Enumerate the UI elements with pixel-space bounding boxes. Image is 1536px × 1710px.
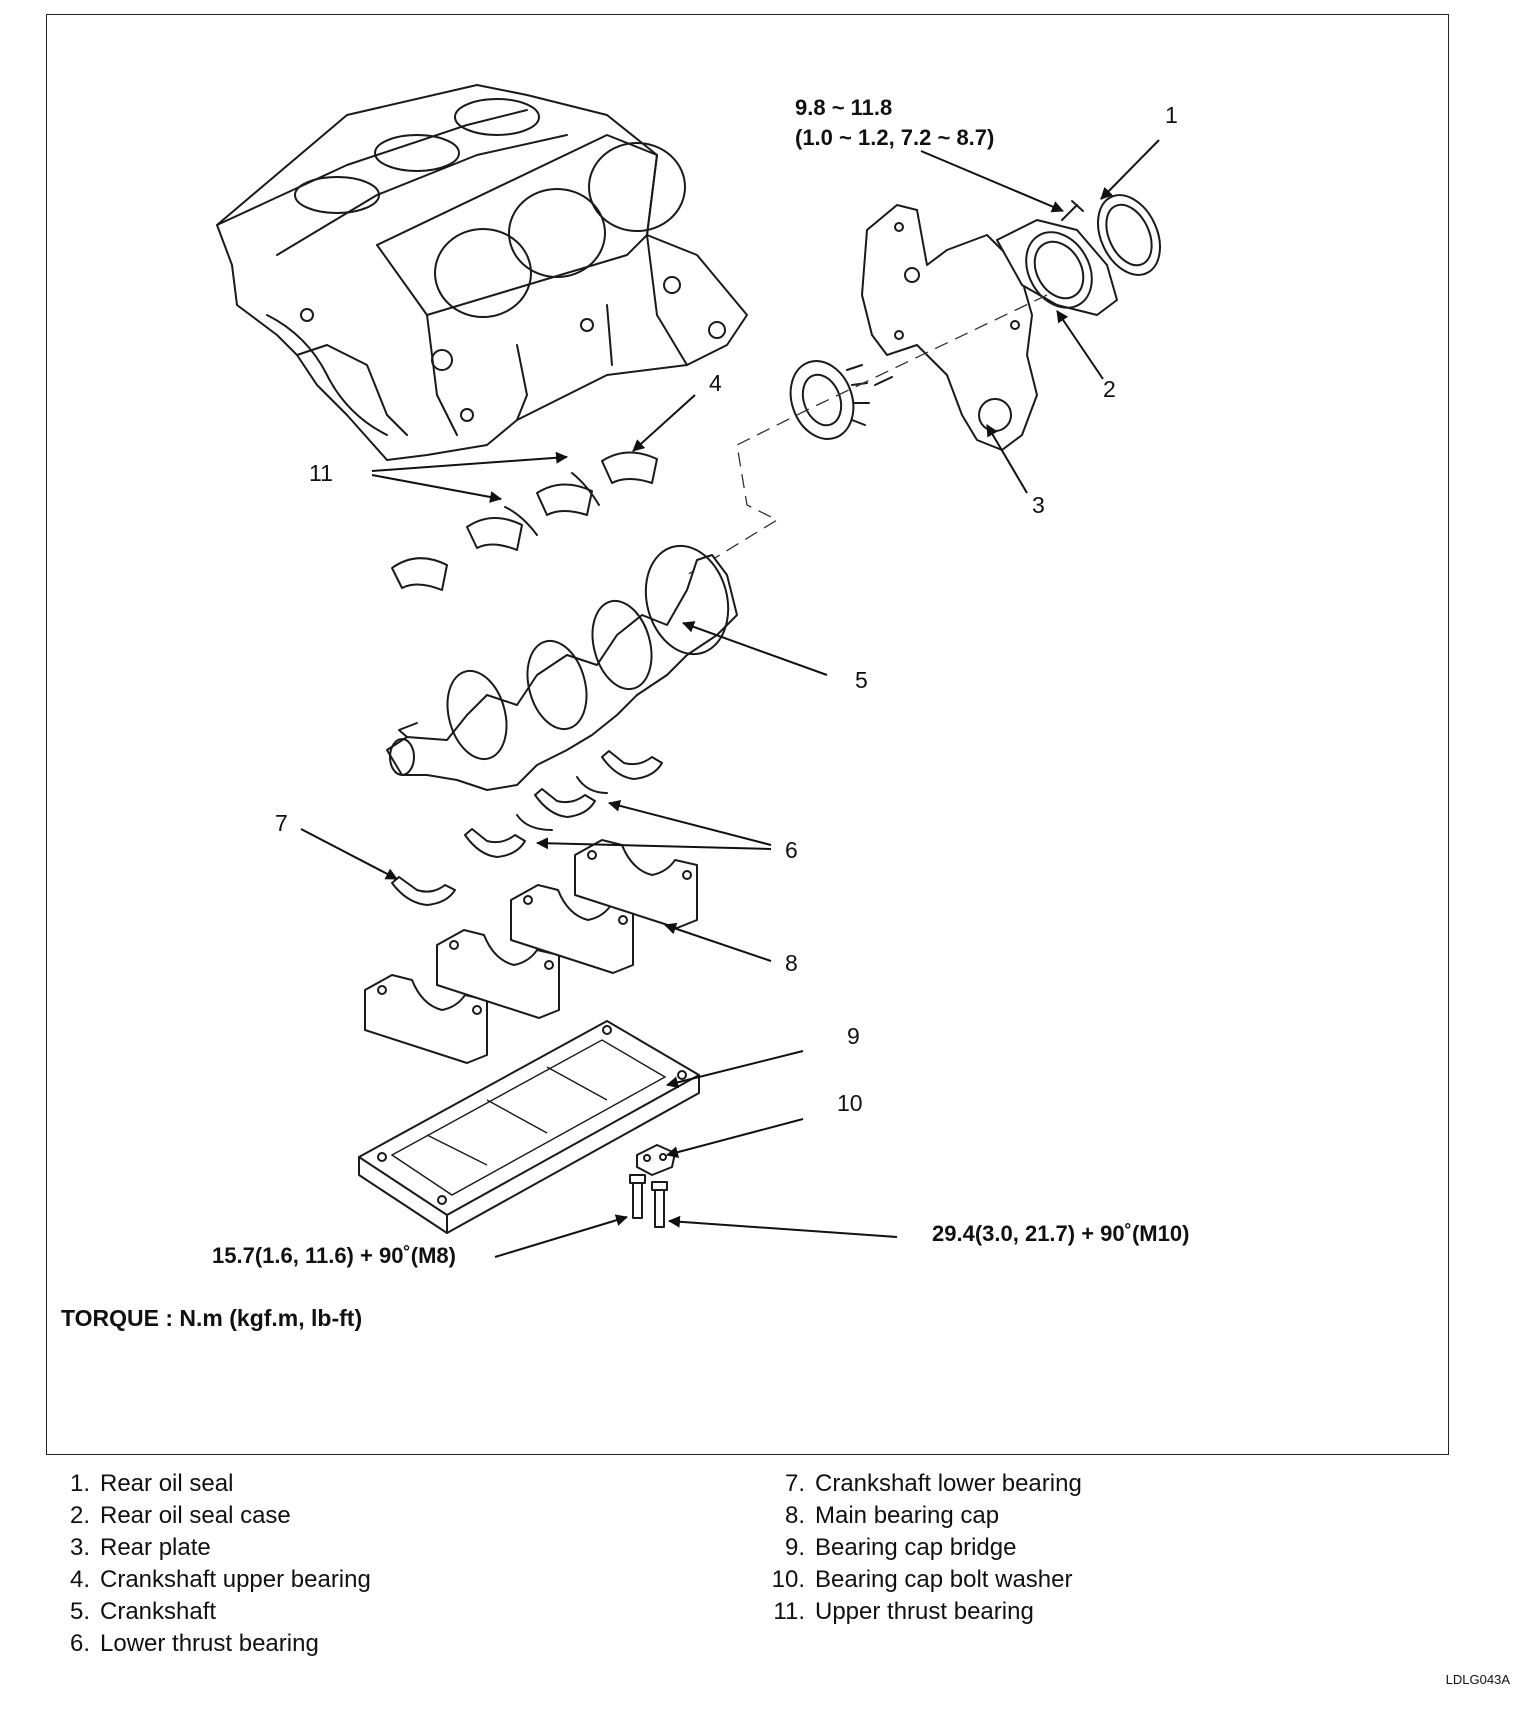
callout-7: 7 [275,810,288,836]
legend-label: Rear oil seal [100,1470,234,1497]
legend-label: Crankshaft upper bearing [100,1566,371,1593]
legend-label: Rear oil seal case [100,1502,291,1529]
legend-label: Main bearing cap [815,1502,1000,1529]
callout-9: 9 [847,1023,860,1049]
legend-label: Bearing cap bolt washer [815,1566,1073,1593]
legend-num: 10. [771,1566,805,1593]
crank-axis-line [686,294,1048,576]
parts-legend: 1. Rear oil seal 2. Rear oil seal case 3. R… [52,1468,1452,1668]
legend-num: 2. [69,1502,90,1529]
callout-2: 2 [1103,376,1116,402]
torque-spec-m10-bolt: 29.4(3.0, 21.7) + 90˚(M10) [932,1221,1190,1246]
legend-label: Crankshaft [100,1598,217,1625]
figure-code: LDLG043A [1445,1672,1510,1687]
torque-spec-rear-seal-line2: (1.0 ~ 1.2, 7.2 ~ 8.7) [795,125,995,150]
rear-oil-seal-case [996,219,1118,316]
legend-label: Upper thrust bearing [815,1598,1034,1625]
callout-5: 5 [855,667,868,693]
legend-label: Bearing cap bridge [815,1534,1017,1561]
legend-item: 9. Bearing cap bridge [767,1532,1082,1564]
legend-column-left: 1. Rear oil seal 2. Rear oil seal case 3. R… [52,1468,371,1660]
legend-num: 11. [773,1598,805,1625]
legend-item: 2. Rear oil seal case [52,1500,371,1532]
legend-label: Crankshaft lower bearing [815,1470,1082,1497]
legend-num: 6. [69,1630,90,1657]
legend-num: 8. [784,1502,805,1529]
legend-column-right: 7. Crankshaft lower bearing 8. Main bearin… [767,1468,1082,1628]
lower-bearings [391,750,663,906]
leader-lines [300,139,1160,1258]
callout-8: 8 [785,950,798,976]
callout-11: 11 [309,460,333,486]
legend-label: Lower thrust bearing [100,1630,319,1657]
torque-spec-rear-seal-bolt: 9.8 ~ 11.8 (1.0 ~ 1.2, 7.2 ~ 8.7) [795,93,994,153]
legend-num: 1. [69,1470,90,1497]
callout-1: 1 [1165,102,1178,128]
torque-spec-rear-seal-line1: 9.8 ~ 11.8 [795,95,893,120]
rear-plate [861,204,1038,451]
upper-bearings [391,451,658,591]
legend-num: 4. [69,1566,90,1593]
legend-item: 8. Main bearing cap [767,1500,1082,1532]
callout-3: 3 [1032,492,1045,518]
legend-item: 3. Rear plate [52,1532,371,1564]
legend-item: 4. Crankshaft upper bearing [52,1564,371,1596]
diagram-frame: 9.8 ~ 11.8 (1.0 ~ 1.2, 7.2 ~ 8.7) 15.7(1… [46,14,1449,1455]
torque-spec-m8-bolt: 15.7(1.6, 11.6) + 90˚(M8) [212,1243,456,1268]
callout-4: 4 [709,370,722,396]
callout-10: 10 [837,1090,863,1116]
cylinder-block [216,84,748,461]
legend-num: 7. [784,1470,805,1497]
legend-item: 7. Crankshaft lower bearing [767,1468,1082,1500]
legend-label: Rear plate [100,1534,211,1561]
bolt-washer-and-bolts [629,1144,676,1228]
reluctor-ring [789,360,893,440]
legend-item: 6. Lower thrust bearing [52,1628,371,1660]
legend-item: 5. Crankshaft [52,1596,371,1628]
legend-num: 9. [784,1534,805,1561]
seal-bolt [1061,200,1084,221]
exploded-view-drawing [216,84,1161,1258]
legend-num: 5. [69,1598,90,1625]
legend-num: 3. [69,1534,90,1561]
main-bearing-caps [364,839,698,1064]
torque-unit-note: TORQUE : N.m (kgf.m, lb-ft) [61,1305,363,1331]
legend-item: 1. Rear oil seal [52,1468,371,1500]
callout-6: 6 [785,837,798,863]
legend-item: 10. Bearing cap bolt washer [767,1564,1082,1596]
bearing-cap-bridge [358,1020,700,1234]
legend-item: 11. Upper thrust bearing [767,1596,1082,1628]
crankshaft [386,544,738,791]
